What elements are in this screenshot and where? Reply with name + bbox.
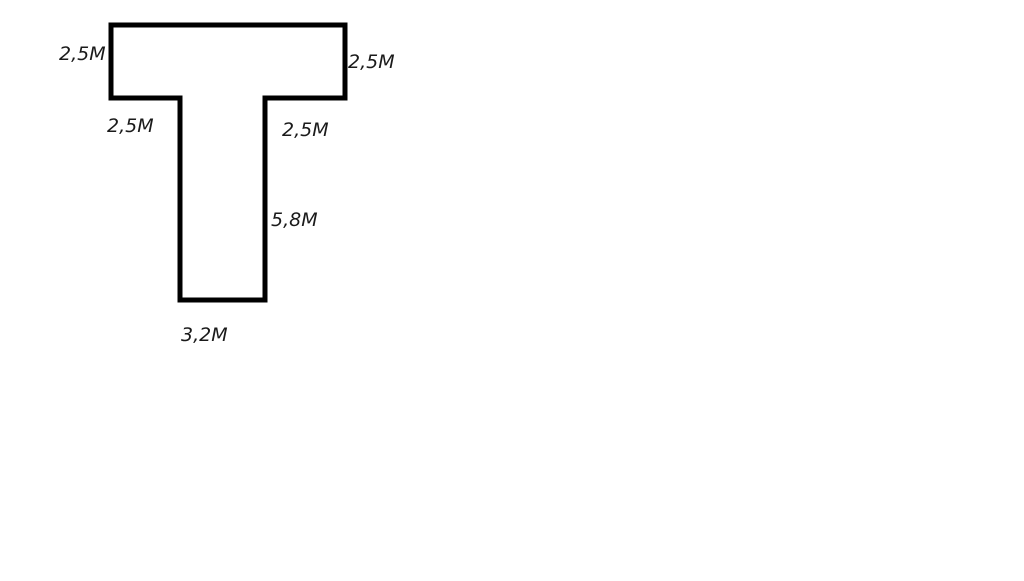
- label-top-left-side: 2,5M: [59, 43, 106, 65]
- t-shape-outline: [108, 22, 348, 303]
- label-stem-bottom: 3,2M: [181, 324, 228, 346]
- label-top-right-side: 2,5M: [348, 51, 395, 73]
- label-left-underside: 2,5M: [107, 115, 154, 137]
- label-stem-right-side: 5,8M: [271, 209, 318, 231]
- label-right-underside: 2,5M: [282, 119, 329, 141]
